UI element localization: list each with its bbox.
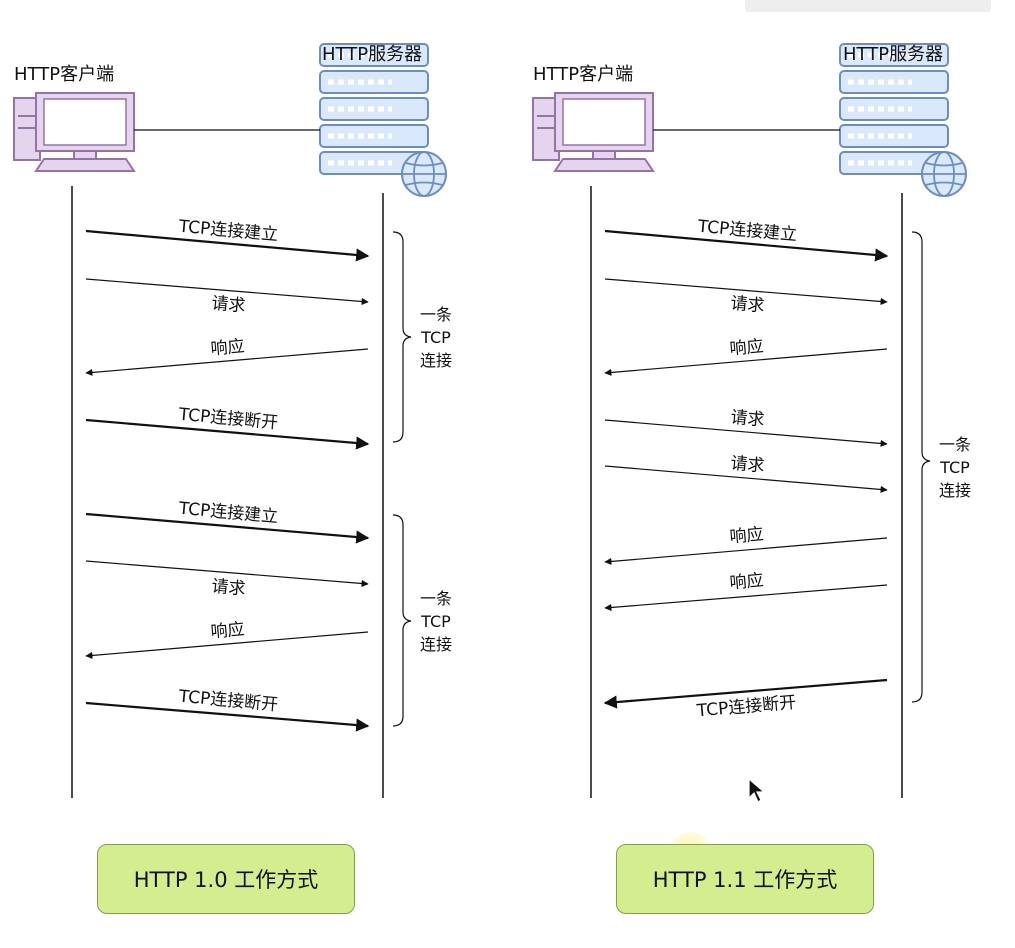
message-arrow xyxy=(85,229,370,262)
message-arrow xyxy=(604,584,888,612)
message-arrow xyxy=(604,537,888,566)
connection-label-line2: TCP xyxy=(939,458,970,477)
client-label: HTTP客户端 xyxy=(533,64,633,85)
message-arrow xyxy=(604,465,888,494)
message-label: 响应 xyxy=(729,525,765,548)
message-label: 响应 xyxy=(729,337,765,360)
connection-label-line2: TCP xyxy=(420,612,451,631)
message-label: 请求 xyxy=(211,294,247,317)
connection-label-line3: 连接 xyxy=(939,481,971,500)
panel-http10: HTTP客户端 HTTP服务器 TCP连接建立 请求 响应 TCP连接断开 TC… xyxy=(13,44,452,798)
connection-label-line2: TCP xyxy=(420,328,451,347)
message-arrow xyxy=(85,348,369,377)
message-arrow xyxy=(603,678,888,709)
message-label: TCP连接断开 xyxy=(695,693,797,722)
server-label: HTTP服务器 xyxy=(322,44,422,65)
message-arrow xyxy=(604,278,888,306)
message-label: 请求 xyxy=(730,408,766,431)
connection-label-line1: 一条 xyxy=(420,589,452,608)
message-label: 请求 xyxy=(211,577,247,600)
message-arrow xyxy=(85,278,369,306)
connection-brace xyxy=(911,231,931,703)
message-label: 响应 xyxy=(210,337,246,360)
message-arrow xyxy=(85,512,370,544)
connection-label-line3: 连接 xyxy=(420,351,452,370)
connection-brace xyxy=(392,231,412,443)
connection-label-line3: 连接 xyxy=(420,635,452,654)
mouse-pointer-icon xyxy=(748,778,766,803)
client-label: HTTP客户端 xyxy=(14,64,114,85)
message-arrow xyxy=(604,229,889,262)
http10-mode-label: HTTP 1.0 工作方式 xyxy=(97,844,355,914)
server-icon xyxy=(840,44,966,196)
server-icon xyxy=(320,44,446,196)
client-computer-icon xyxy=(532,92,654,172)
message-label: 响应 xyxy=(210,620,246,643)
window-top-bar xyxy=(745,0,991,12)
server-label: HTTP服务器 xyxy=(843,44,943,65)
connection-brace xyxy=(392,514,412,727)
message-arrow xyxy=(85,418,370,450)
message-arrow xyxy=(85,701,370,732)
message-label: 响应 xyxy=(729,571,765,594)
client-computer-icon xyxy=(13,92,135,172)
message-arrow xyxy=(85,560,369,588)
panel-http11: HTTP客户端 HTTP服务器 TCP连接建立 请求 响应 请求 请求 响应 响… xyxy=(532,44,971,798)
connection-label-line1: 一条 xyxy=(939,435,971,454)
connection-label-line1: 一条 xyxy=(420,305,452,324)
message-arrow xyxy=(85,631,369,660)
message-arrow xyxy=(604,348,888,377)
message-label: 请求 xyxy=(730,454,766,477)
message-label: 请求 xyxy=(730,294,766,317)
http11-mode-label: HTTP 1.1 工作方式 xyxy=(616,844,874,914)
message-arrow xyxy=(604,419,888,448)
